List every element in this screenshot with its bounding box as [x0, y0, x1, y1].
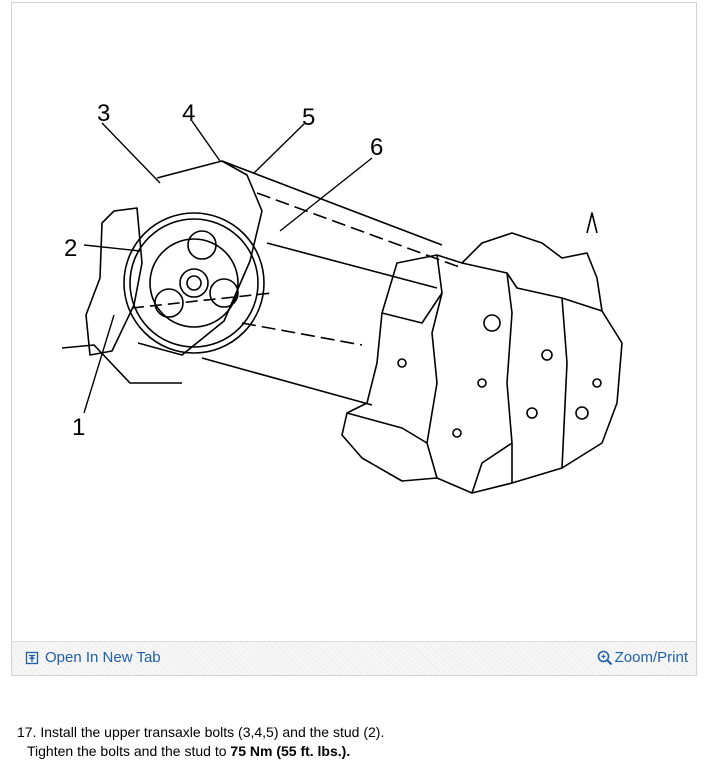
callout-3: 3	[97, 100, 110, 127]
figure-frame: 1 2 3 4 5 6 Open In New Tab	[11, 2, 697, 676]
step-caption: 17. Install the upper transaxle bolts (3…	[17, 723, 384, 761]
callout-5: 5	[302, 104, 315, 131]
figure-toolbar: Open In New Tab Zoom/Print	[12, 641, 696, 675]
open-in-new-tab-label: Open In New Tab	[45, 649, 161, 666]
transaxle-diagram: 1 2 3 4 5 6	[61, 100, 623, 494]
step-number: 17.	[17, 724, 37, 740]
callout-6: 6	[370, 134, 383, 161]
caption-line-1: 17. Install the upper transaxle bolts (3…	[17, 723, 384, 742]
caption-line-2: Tighten the bolts and the stud to 75 Nm …	[17, 742, 384, 761]
torque-instruction: Tighten the bolts and the stud to	[27, 743, 227, 759]
callout-4: 4	[182, 100, 195, 127]
open-in-new-tab-button[interactable]: Open In New Tab	[25, 650, 161, 666]
callout-1: 1	[72, 414, 85, 441]
torque-value: 75 Nm (55 ft. lbs.).	[230, 743, 351, 759]
step-text: Install the upper transaxle bolts (3,4,5…	[40, 724, 385, 740]
zoom-print-button[interactable]: Zoom/Print	[597, 650, 688, 666]
zoom-print-label: Zoom/Print	[614, 649, 688, 666]
callout-2: 2	[64, 235, 77, 262]
magnifier-icon	[597, 650, 615, 666]
open-new-tab-icon	[25, 651, 45, 665]
